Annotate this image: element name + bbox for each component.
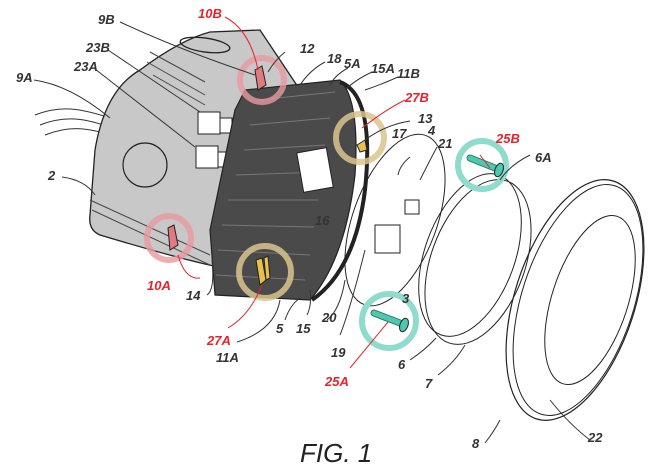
label-10b: 10B (198, 6, 222, 21)
label-20: 20 (321, 310, 337, 325)
label-14: 14 (186, 288, 201, 303)
label-8: 8 (472, 436, 480, 451)
label-2: 2 (47, 168, 56, 183)
label-25b: 25B (495, 131, 520, 146)
label-3: 3 (402, 291, 410, 306)
label-10a: 10A (147, 278, 171, 293)
trim-ring-8 (479, 163, 664, 438)
label-4: 4 (427, 123, 436, 138)
label-6a: 6A (535, 150, 552, 165)
screw-25a (374, 313, 410, 333)
label-5: 5 (276, 321, 284, 336)
label-22: 22 (587, 430, 603, 445)
label-23b: 23B (85, 40, 110, 55)
figure-caption: FIG. 1 (300, 438, 372, 468)
label-11a: 11A (216, 350, 239, 365)
lens-assembly (325, 121, 552, 359)
label-6: 6 (398, 357, 406, 372)
label-25a: 25A (324, 374, 349, 389)
label-9b: 9B (98, 12, 115, 27)
label-27a: 27A (206, 333, 231, 348)
label-19: 19 (331, 345, 346, 360)
label-9a: 9A (16, 70, 33, 85)
label-11b: 11B (397, 66, 420, 81)
label-15a: 15A (371, 61, 395, 76)
label-18: 18 (327, 51, 342, 66)
screw-25b (470, 158, 505, 178)
label-16: 16 (315, 213, 330, 228)
label-7: 7 (425, 376, 433, 391)
label-12: 12 (300, 41, 315, 56)
label-15: 15 (296, 321, 311, 336)
label-23a: 23A (73, 59, 98, 74)
label-21: 21 (437, 136, 452, 151)
label-27b: 27B (404, 90, 429, 105)
label-5a: 5A (344, 56, 361, 71)
label-17: 17 (392, 126, 407, 141)
